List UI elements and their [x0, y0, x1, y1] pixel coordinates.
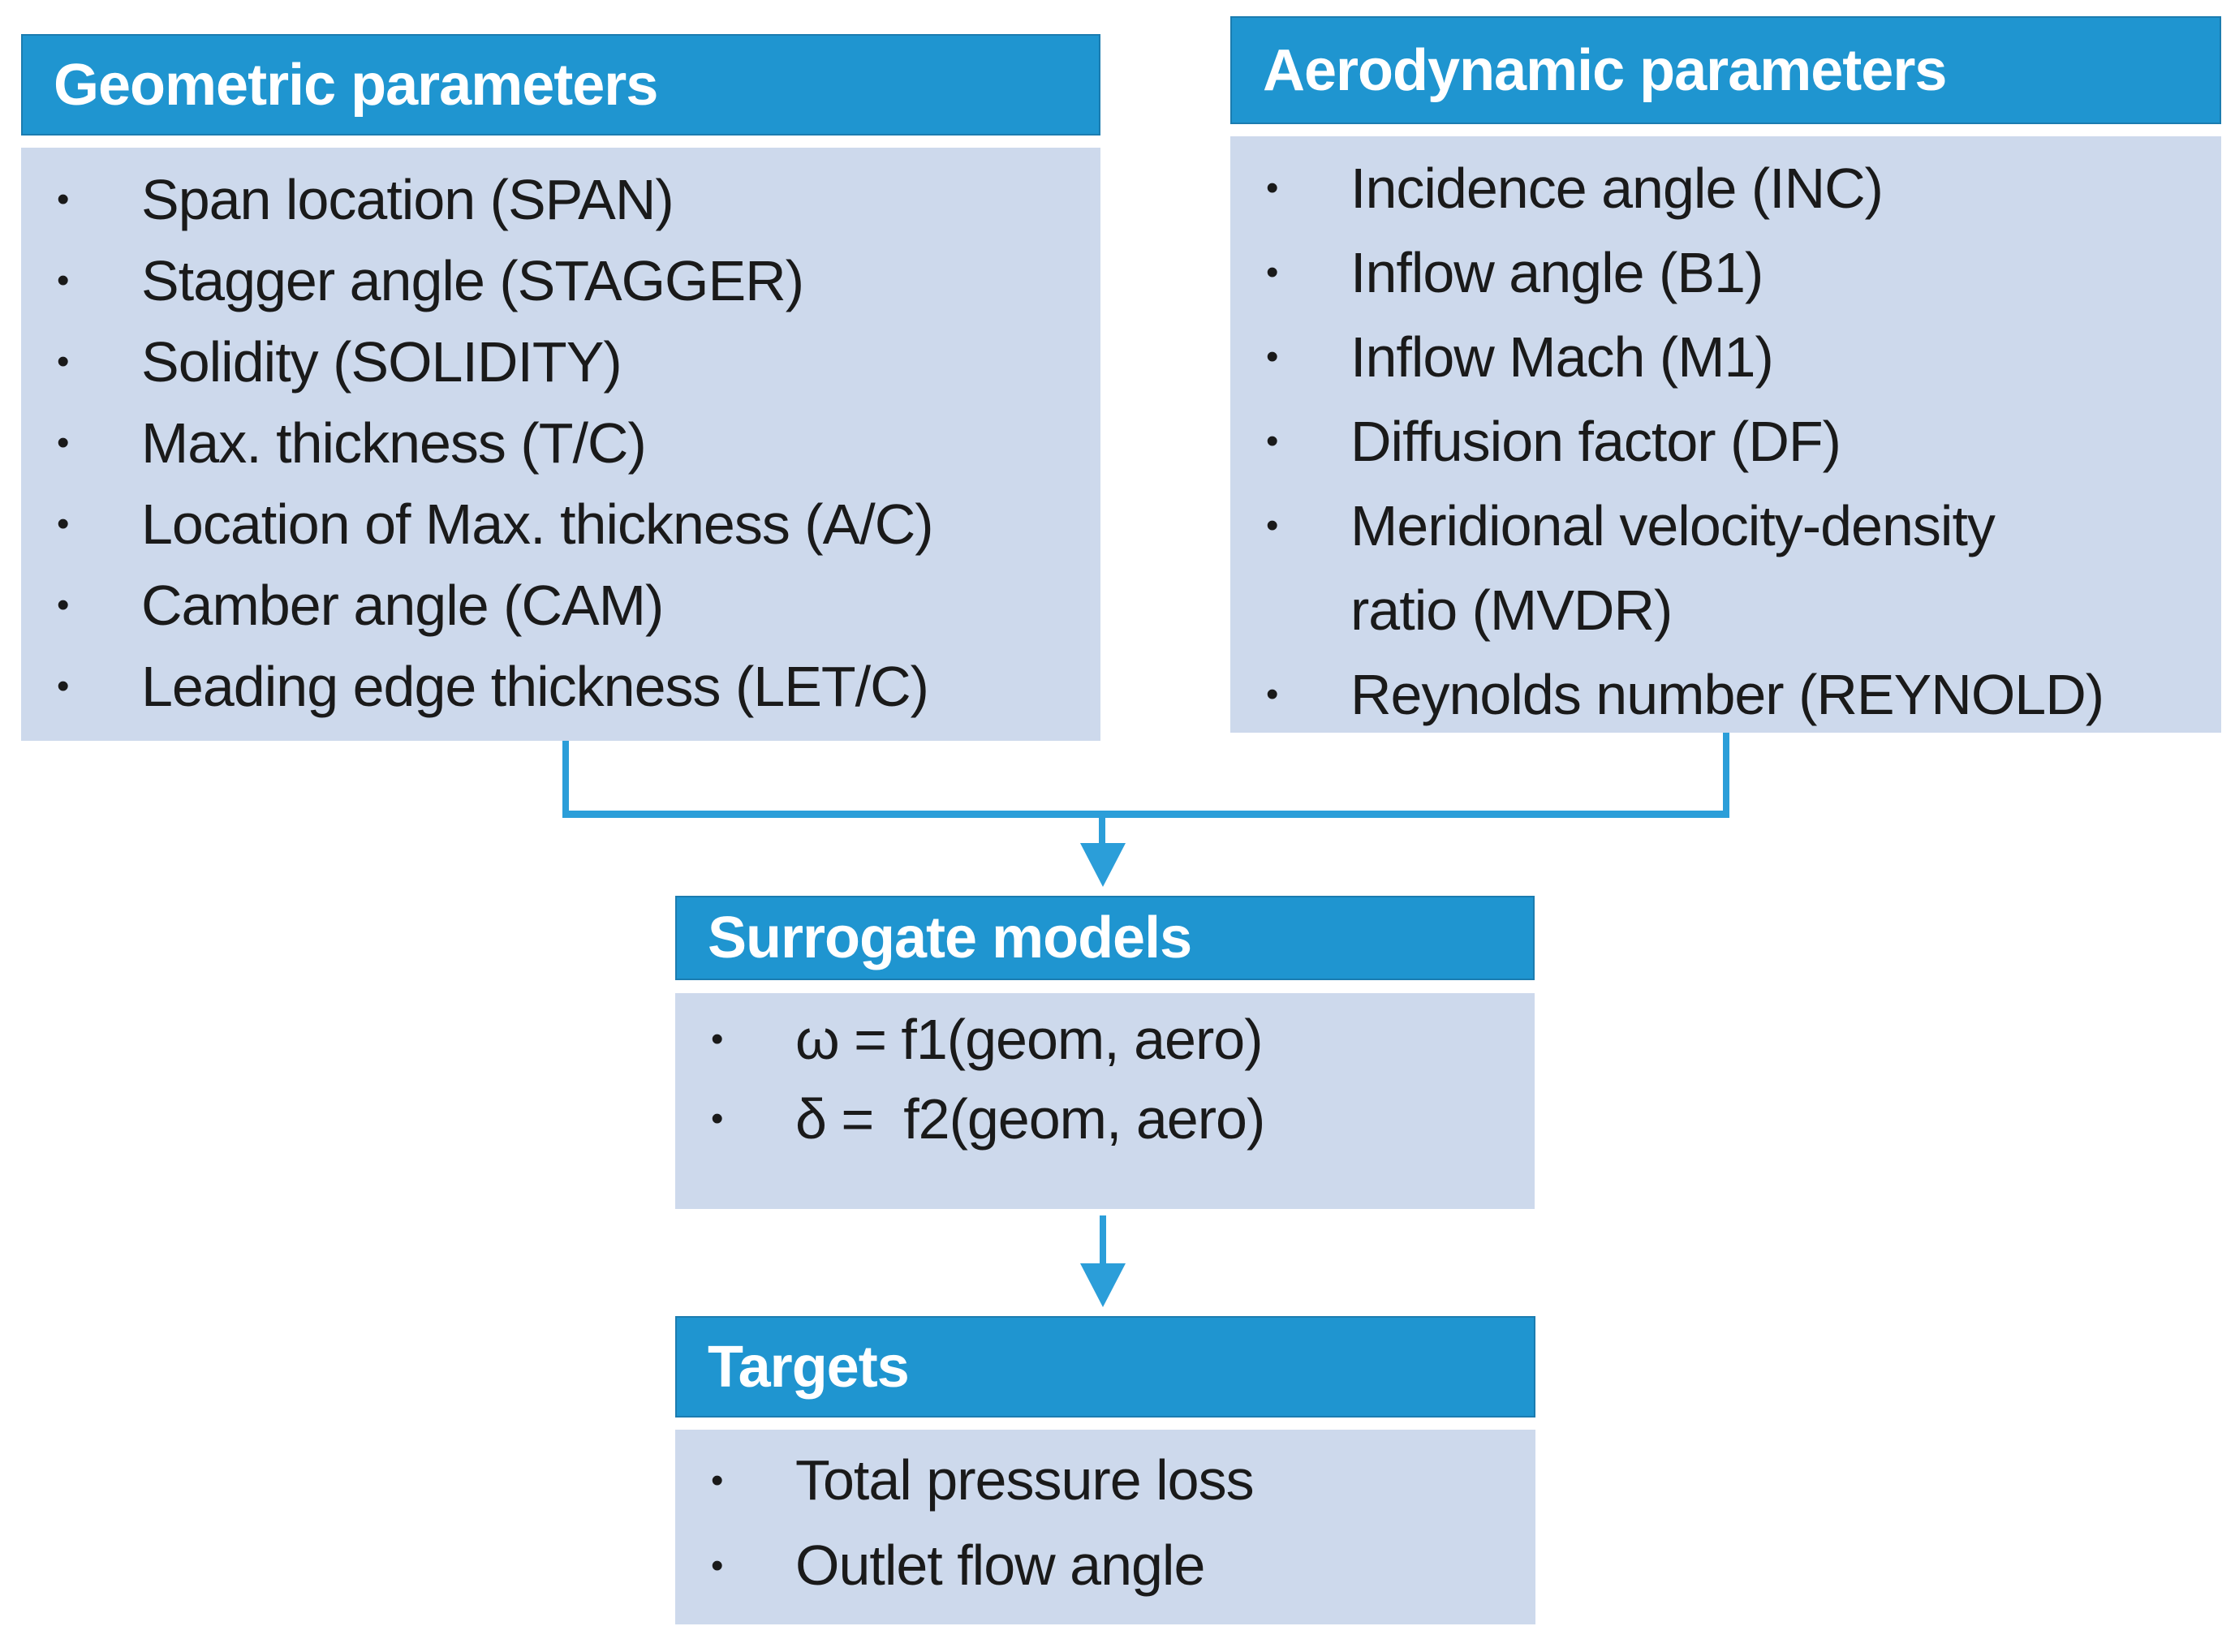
targets-box: Targets Total pressure loss Outlet flow … [675, 1316, 1535, 1624]
targets-list: Total pressure loss Outlet flow angle [675, 1430, 1535, 1608]
list-item: Stagger angle (STAGGER) [21, 240, 1080, 321]
connector-merge-line [562, 811, 1729, 818]
list-item: δ = f2(geom, aero) [675, 1079, 1514, 1159]
list-item: Outlet flow angle [675, 1523, 1515, 1608]
surrogate-models-box: Surrogate models ω = f1(geom, aero) δ = … [675, 896, 1535, 1209]
list-item: Span location (SPAN) [21, 159, 1080, 240]
geometric-parameters-list: Span location (SPAN) Stagger angle (STAG… [21, 148, 1100, 727]
surrogate-models-body: ω = f1(geom, aero) δ = f2(geom, aero) [675, 993, 1535, 1209]
geometric-parameters-body: Span location (SPAN) Stagger angle (STAG… [21, 148, 1100, 741]
list-item: Reynolds number (REYNOLD) [1230, 652, 2201, 733]
geometric-parameters-box: Geometric parameters Span location (SPAN… [21, 34, 1100, 741]
arrow-to-targets-head-icon [1080, 1263, 1126, 1307]
connector-aerodynamic-stem [1723, 733, 1729, 815]
aerodynamic-parameters-header: Aerodynamic parameters [1230, 16, 2221, 124]
list-item: Diffusion factor (DF) [1230, 399, 2201, 484]
list-item: Solidity (SOLIDITY) [21, 321, 1080, 402]
targets-header: Targets [675, 1316, 1535, 1418]
list-item: Camber angle (CAM) [21, 565, 1080, 646]
connector-geometric-stem [562, 741, 569, 815]
list-item: Inflow angle (B1) [1230, 230, 2201, 315]
arrow-to-surrogate-stem [1099, 818, 1105, 845]
list-item: Max. thickness (T/C) [21, 402, 1080, 484]
list-item: Total pressure loss [675, 1438, 1515, 1523]
geometric-parameters-header: Geometric parameters [21, 34, 1100, 136]
list-item: ω = f1(geom, aero) [675, 1000, 1514, 1079]
list-item: Location of Max. thickness (A/C) [21, 484, 1080, 565]
arrow-to-surrogate-head-icon [1080, 843, 1126, 887]
aerodynamic-parameters-list: Incidence angle (INC) Inflow angle (B1) … [1230, 136, 2221, 733]
geometric-parameters-title: Geometric parameters [54, 52, 658, 118]
surrogate-models-title: Surrogate models [708, 906, 1192, 970]
surrogate-models-header: Surrogate models [675, 896, 1535, 980]
list-item: Leading edge thickness (LET/C) [21, 646, 1080, 727]
aerodynamic-parameters-body: Incidence angle (INC) Inflow angle (B1) … [1230, 136, 2221, 733]
arrow-to-targets-stem [1100, 1215, 1106, 1265]
list-item: Incidence angle (INC) [1230, 146, 2201, 230]
list-item: Inflow Mach (M1) [1230, 315, 2201, 399]
targets-body: Total pressure loss Outlet flow angle [675, 1430, 1535, 1624]
aerodynamic-parameters-box: Aerodynamic parameters Incidence angle (… [1230, 16, 2221, 733]
aerodynamic-parameters-title: Aerodynamic parameters [1263, 37, 1947, 103]
list-item: Meridional velocity-density ratio (MVDR) [1230, 484, 2081, 652]
surrogate-models-list: ω = f1(geom, aero) δ = f2(geom, aero) [675, 993, 1535, 1159]
targets-title: Targets [708, 1334, 910, 1400]
